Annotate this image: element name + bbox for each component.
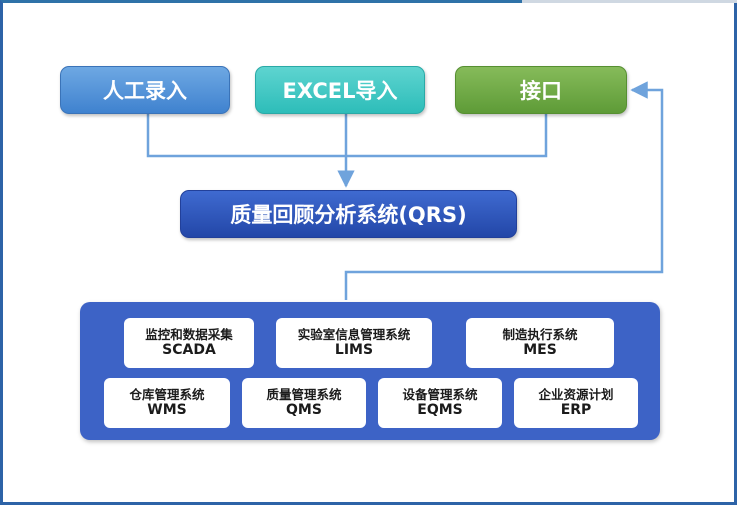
system-qms[interactable]: 质量管理系统 QMS (242, 378, 366, 428)
system-erp-cn: 企业资源计划 (538, 387, 614, 403)
connector-api (346, 114, 548, 158)
system-lims[interactable]: 实验室信息管理系统 LIMS (276, 318, 432, 368)
source-excel-import[interactable]: EXCEL导入 (255, 66, 425, 114)
system-wms-cn: 仓库管理系统 (129, 387, 205, 403)
systems-panel: 监控和数据采集 SCADA 实验室信息管理系统 LIMS 制造执行系统 MES … (80, 302, 660, 440)
system-mes-cn: 制造执行系统 (502, 327, 578, 343)
source-manual-entry[interactable]: 人工录入 (60, 66, 230, 114)
system-qms-en: QMS (286, 402, 322, 419)
system-eqms[interactable]: 设备管理系统 EQMS (378, 378, 502, 428)
system-mes[interactable]: 制造执行系统 MES (466, 318, 614, 368)
source-interface[interactable]: 接口 (455, 66, 627, 114)
system-eqms-en: EQMS (417, 402, 463, 419)
qrs-system-box[interactable]: 质量回顾分析系统(QRS) (180, 190, 517, 238)
system-qms-cn: 质量管理系统 (266, 387, 342, 403)
system-mes-en: MES (523, 342, 557, 359)
system-scada[interactable]: 监控和数据采集 SCADA (124, 318, 254, 368)
system-erp[interactable]: 企业资源计划 ERP (514, 378, 638, 428)
system-wms-en: WMS (147, 402, 187, 419)
system-wms[interactable]: 仓库管理系统 WMS (104, 378, 230, 428)
system-lims-cn: 实验室信息管理系统 (297, 327, 411, 343)
system-scada-en: SCADA (162, 342, 216, 359)
connector-feedback-to-api (344, 81, 664, 300)
frame-top-accent (522, 0, 737, 3)
system-lims-en: LIMS (334, 342, 374, 359)
connector-manual (146, 114, 346, 158)
system-scada-cn: 监控和数据采集 (145, 327, 233, 343)
system-erp-en: ERP (560, 402, 592, 419)
system-eqms-cn: 设备管理系统 (402, 387, 478, 403)
